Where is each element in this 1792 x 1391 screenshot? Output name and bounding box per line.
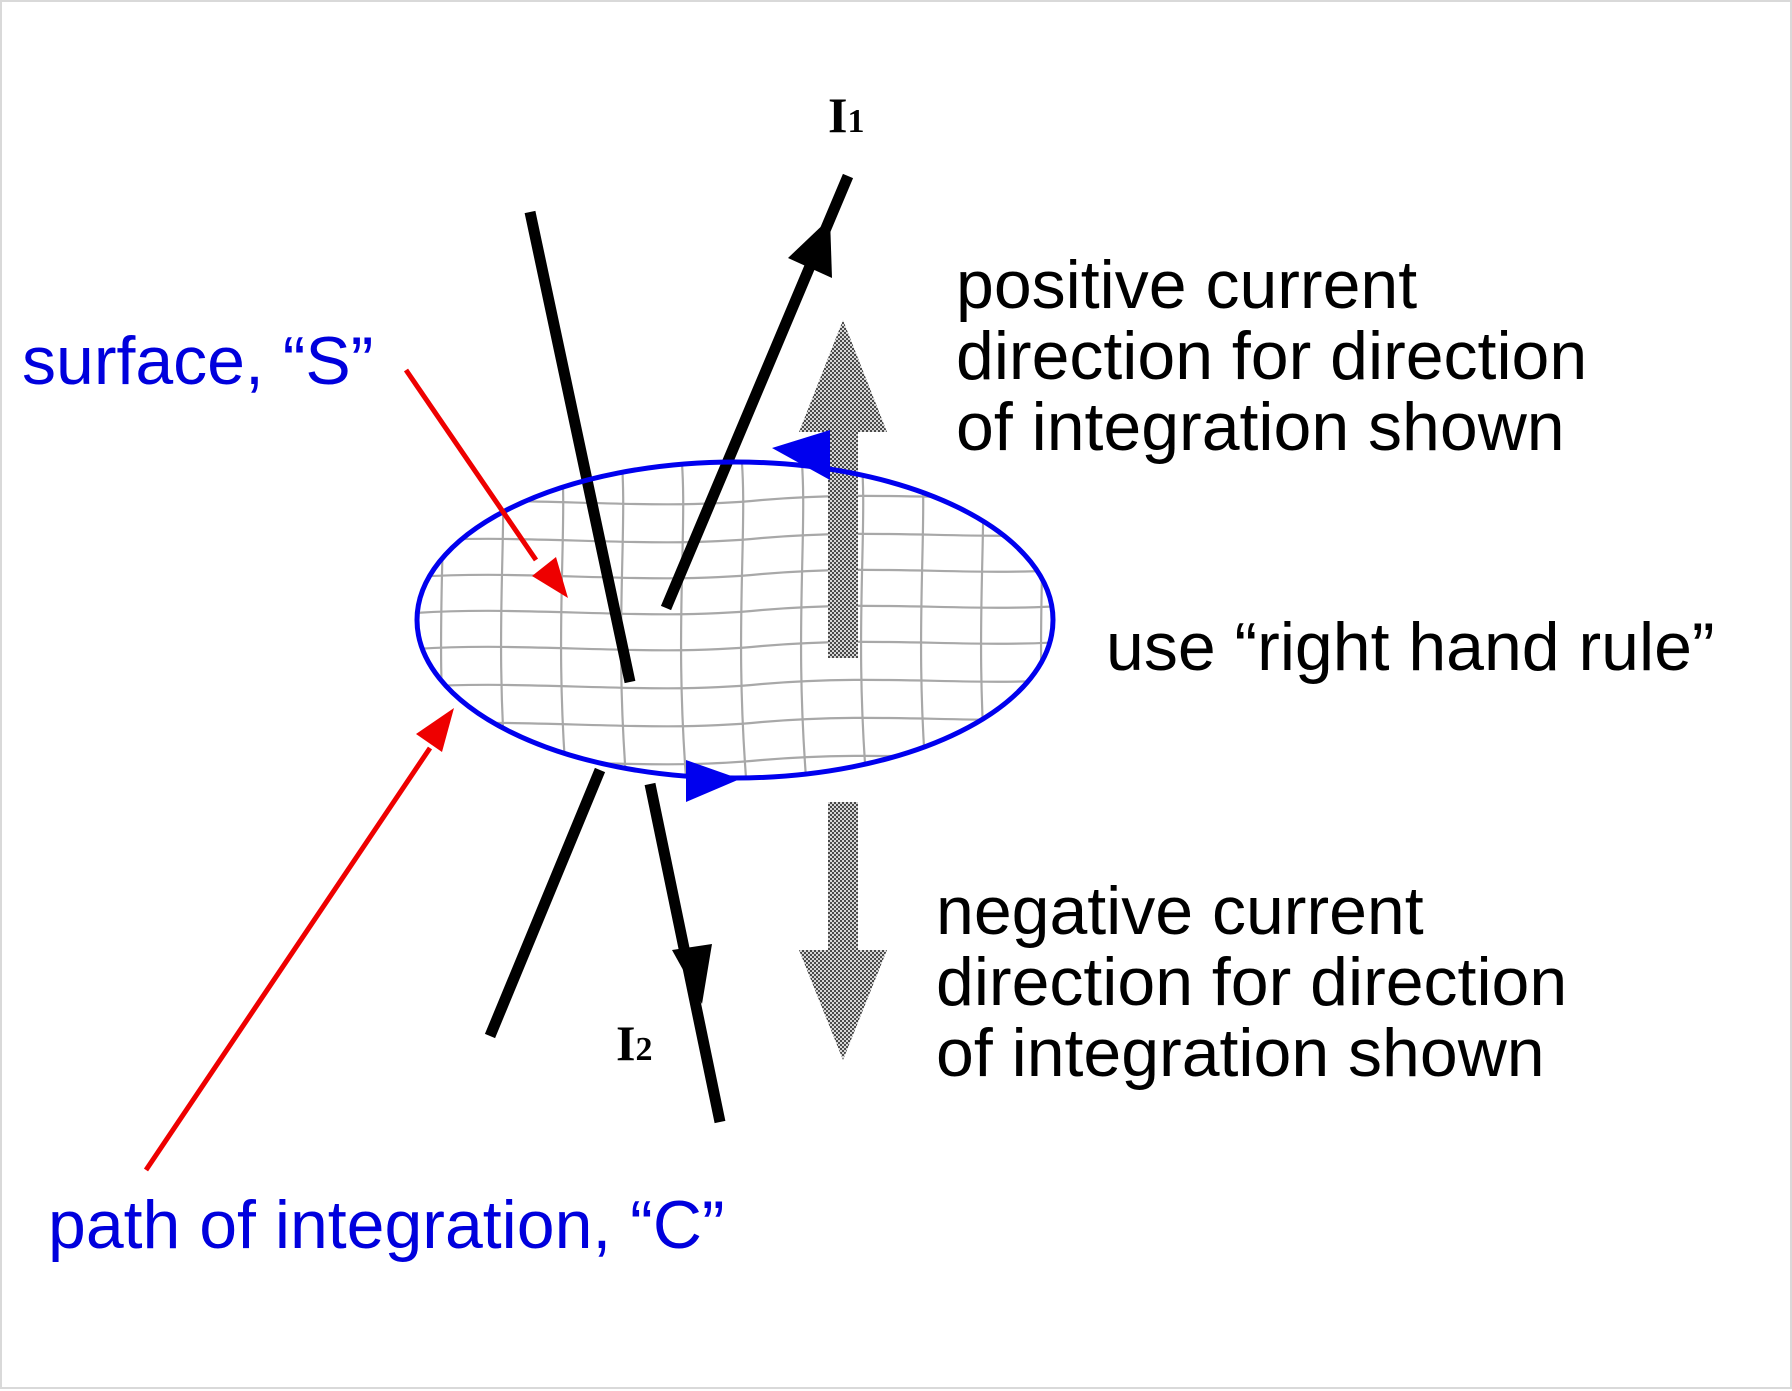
loop-arrow-top <box>772 430 830 480</box>
path-pointer-arrow <box>143 708 454 1172</box>
current-i2-index: 2 <box>635 1031 653 1068</box>
surface-label: surface, “S” <box>22 323 374 399</box>
current-i1-symbol: I <box>828 87 848 143</box>
negative-direction-arrow <box>799 802 887 1060</box>
positive-line-3: of integration shown <box>956 389 1565 465</box>
negative-line-2: direction for direction <box>936 944 1568 1020</box>
wire-i1-lower <box>484 767 606 1039</box>
wire-i1-arrowhead <box>788 218 832 278</box>
positive-line-2: direction for direction <box>956 318 1588 394</box>
positive-line-1: positive current <box>956 247 1418 323</box>
path-label: path of integration, “C” <box>48 1187 725 1263</box>
loop-arrow-bottom <box>686 760 740 802</box>
current-i2-symbol: I <box>616 1015 636 1071</box>
surface-pointer-arrow <box>403 368 568 598</box>
current-i2-label: I2 <box>616 1018 652 1068</box>
wire-i2-upper <box>524 210 636 684</box>
wire-i2-arrowhead <box>672 944 712 1004</box>
negative-line-1: negative current <box>936 873 1424 949</box>
current-i1-index: 1 <box>847 103 865 140</box>
surface-mesh <box>417 462 1053 778</box>
negative-line-3: of integration shown <box>936 1015 1545 1091</box>
right-hand-rule-text: use “right hand rule” <box>1106 609 1715 685</box>
current-i1-label: I1 <box>828 90 864 140</box>
